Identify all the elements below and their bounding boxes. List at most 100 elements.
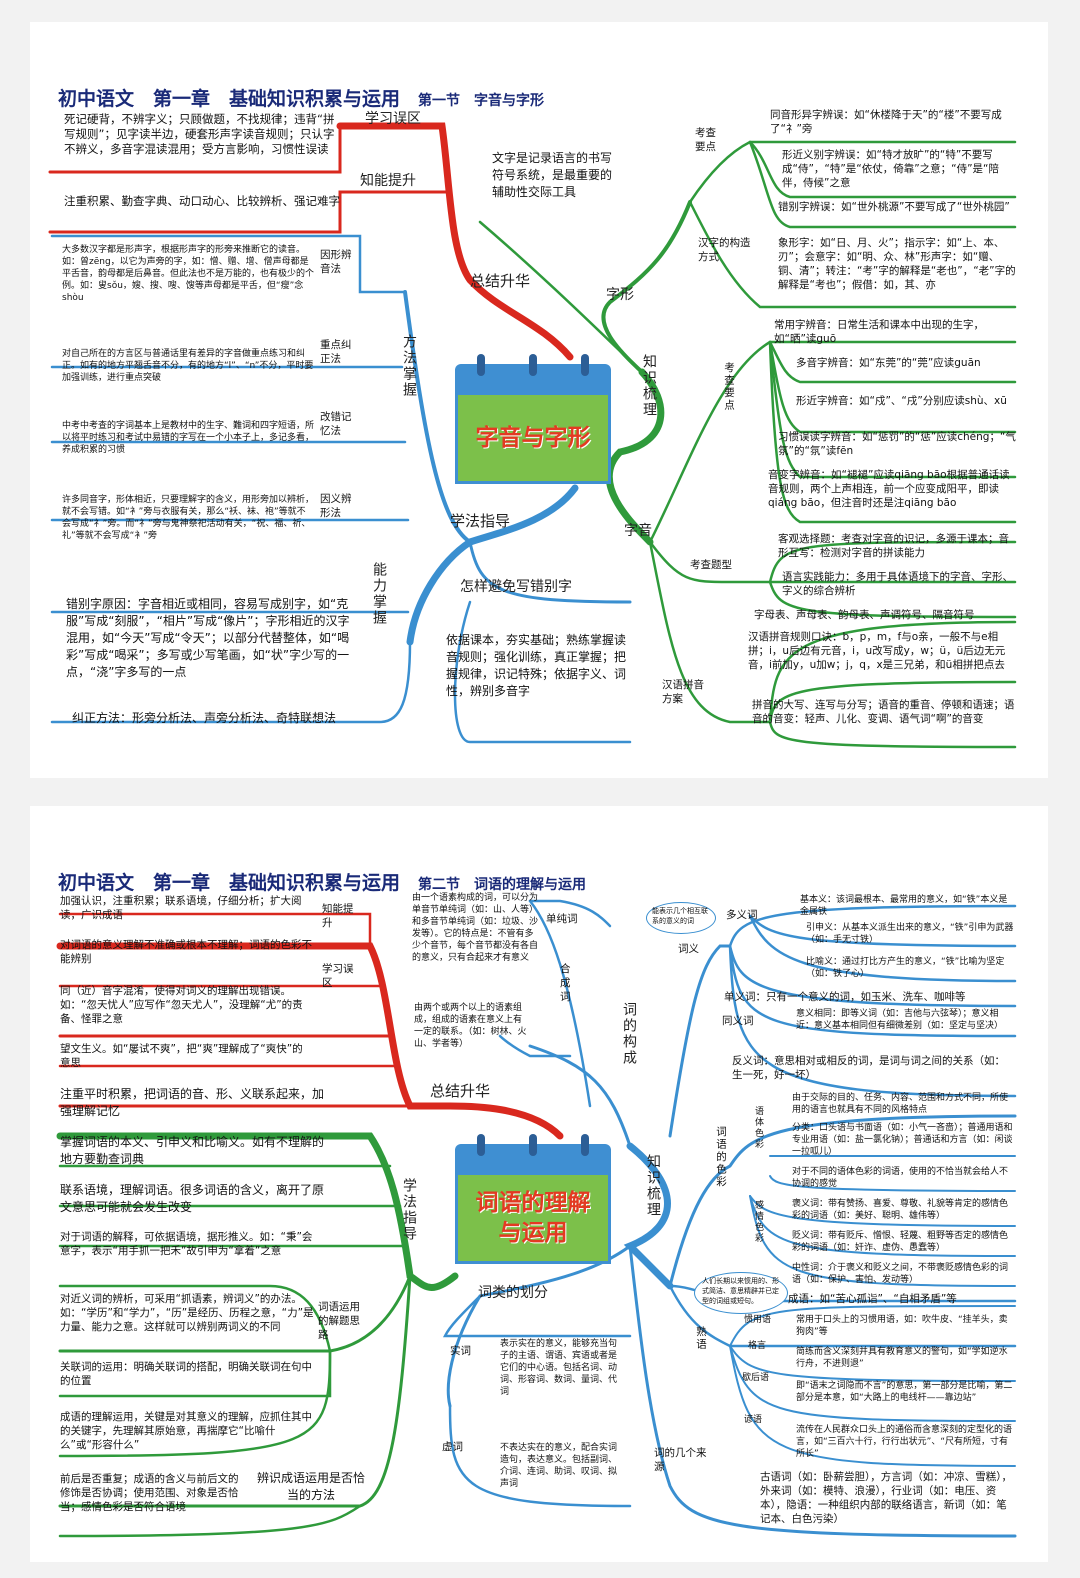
monosemy: 单义词：只有一个意义的词，如玉米、洗车、咖啡等 <box>724 991 966 1003</box>
content-words: 实词 <box>450 1345 471 1357</box>
emotion-color: 感情色彩 <box>753 1200 763 1244</box>
guide-5: 关联词的运用：明确关联词的搭配，明确关联词在句中的位置 <box>60 1361 312 1387</box>
zixing-key-points: 考查要点 <box>695 127 716 153</box>
simple-word-text: 由一个语素构成的词，可以分为单音节单纯词（如：山、人等）和多音节单纯词（如：垃圾… <box>412 893 539 963</box>
emotion-color-2: 贬义词：带有贬斥、憎恨、轻蔑、粗野等否定的感情色彩的词语（如：奸诈、虚伪、愚蠢等… <box>792 1231 1009 1253</box>
bubble-idiom <box>694 1272 788 1314</box>
branch-zixing: 字形 <box>606 287 634 303</box>
question-type-1: 客观选择题：考查对字音的识记，多源于课本；音形互写：检测对字音的拼读能力 <box>778 533 1009 559</box>
method-4-text: 许多同音字，形体相近，只要理解字的含义，用形旁加以辨析，就不会写错。如“衤”旁与… <box>62 495 315 541</box>
bubble-idiom-text: 人们长期以来惯用的、形式简洁、意思精辟并已定型的词组或短句。 <box>702 1277 779 1305</box>
guide-4: 对近义词的辨析，可采用“抓语素，辨词义”的办法。如：“学历”和“学力”，“历”是… <box>60 1293 314 1333</box>
guide-2: 联系语境，理解词语。很多词语的含义，离开了原文意思可能就会发生改变 <box>60 1183 325 1214</box>
method-2: 重点纠正法 <box>320 339 352 365</box>
zixing-point-2: 形近义别字辨误：如“特才放旷”的“特”不要写成“侍”，“特”是“依仗，倚靠”之意… <box>782 149 999 189</box>
branch-method-master: 方法掌握 <box>401 334 417 398</box>
proverb-text: 流传在人民群众口头上的通俗而含意深刻的定型化的语言，如“三百六十行，行行出状元”… <box>796 1425 1013 1459</box>
antonym: 反义词：意思相对或相反的词，是词与词之间的关系（如：生一死，好一坏） <box>732 1055 1005 1081</box>
emotion-color-1: 褒义词：带有赞扬、喜爱、尊敬、礼貌等肯定的感情色彩的词语（如：美好、聪明、雄伟等… <box>792 1199 1009 1221</box>
avoid-typos-text: 依据课本，夯实基础；熟练掌握读音规则；强化训练，真正掌握；把握规律，识记特殊；依… <box>446 633 627 698</box>
mistakes-text: 死记硬背，不辨字义；只顾做题，不找规律；违背“拼写规则”；见字读半边，硬套形声字… <box>64 112 335 156</box>
function-words: 虚词 <box>442 1441 463 1453</box>
simple-word: 单纯词 <box>546 913 578 925</box>
branch-ziyin: 字音 <box>624 523 652 539</box>
ziyin-point-2: 形近字辨音：如“戍”、“戌”分别应读shù、xū <box>796 395 1007 407</box>
branch-mistakes-2: 学习误区 <box>322 963 354 989</box>
branch-word-sources: 词的几个来源 <box>654 1447 707 1473</box>
style-color-2: 分类：口头语与书面语（如：小气一吝啬）；普通用语和专业用语（如：盐一氯化钠）；普… <box>792 1123 1013 1157</box>
mistake-1: 对词语的意义理解不准确或根本不理解；词语的色彩不能辨别 <box>60 939 312 965</box>
branch-method-guide-2: 学法指导 <box>401 1178 417 1242</box>
guide-7: 前后是否重复；成语的含义与前后文的修饰是否协调；使用范围、对象是否恰当；感情色彩… <box>60 1473 239 1513</box>
ziyin-point-3: 习惯误读字辨音：如“惩罚”的“惩”应读chéng；“气氛”的“氛”读fēn <box>778 431 1016 457</box>
polysemy-basic: 基本义：该词最根本、最常用的意义，如“铁”本义是金属铁 <box>800 895 1008 917</box>
branch-improve: 知能提升 <box>360 173 416 189</box>
pinyin-scheme: 汉语拼音方案 <box>662 679 704 705</box>
branch-word-composition: 词的构成 <box>621 1002 637 1066</box>
polysemy-extended: 引申义：从基本义派生出来的意义，“铁”引申为武器（如：手无寸铁） <box>806 923 1014 945</box>
guide-1: 掌握词语的本义、引申义和比喻义。如有不理解的地方要勤查词典 <box>60 1135 325 1166</box>
compound-word: 合成词 <box>560 963 571 1003</box>
word-color: 词语的色彩 <box>715 1126 727 1189</box>
pinyin-3: 拼音的大写、连写与分写；语音的重音、停顿和语速；语音的音变：轻声、儿化、变调、语… <box>752 699 1015 725</box>
style-color-3: 对于不同的语体色彩的词语，使用的不恰当就会给人不协调的感觉 <box>792 1167 1009 1189</box>
branch-summary-2: 总结升华 <box>430 1082 491 1100</box>
zixing-structure-text: 象形字：如“日、月、火”；指示字：如“上、本、刃”；会意字：如“明、众、林”形声… <box>778 237 1016 291</box>
center-topic-2: 词语的理解与运用 <box>455 1172 611 1264</box>
guide-6: 成语的理解运用，关键是对其意义的理解，应抓住其中的关键字，先理解其原始意，再揣摩… <box>60 1411 312 1451</box>
guide-3: 对于词语的解释，可依据语境，据形推义。如：“秉”会意字，表示“用手抓一把禾”故引… <box>60 1231 313 1257</box>
mistake-3: 望文生义。如“屡试不爽”，把“爽”理解成了“爽快”的意思 <box>60 1043 303 1069</box>
function-words-text: 不表达实在的意义，配合实词造句，表达意义。包括副词、介词、连词、助词、叹词、拟声… <box>500 1443 618 1489</box>
method-4: 因义辨形法 <box>320 493 352 519</box>
polysemy-metaphor: 比喻义：通过打比方产生的意义，“铁”比喻为坚定（如：铁了心） <box>806 957 1005 979</box>
page-title: 初中语文 第一章 基础知识积累与运用第一节 字音与字形 <box>58 88 545 110</box>
word-meaning: 词义 <box>678 943 699 955</box>
bubble-polysemy-text: 能表示几个相互联系的意义的词 <box>652 907 708 925</box>
writing-definition: 文字是记录语言的书写符号系统，是最重要的辅助性交际工具 <box>492 151 613 199</box>
style-color-1: 由于交际的目的、任务、内容、范围和方式不同，所使用的语言也就具有不同的风格特点 <box>792 1093 1009 1115</box>
compound-word-text: 由两个或两个以上的语素组成，组成的语素在意义上有一定的联系。（如：树林、火山、学… <box>414 1003 527 1049</box>
zixing-point-3: 错别字辨误：如“世外桃源”不要写成了“世外桃园” <box>778 201 1010 213</box>
idiomatic-usage-text: 常用于口头上的习惯用语，如：吹牛皮、“挂羊头，卖狗肉”等 <box>796 1315 1008 1337</box>
ziyin-key-points: 考查要点 <box>723 362 735 412</box>
idiomatic-usage: 惯用语 <box>744 1315 772 1325</box>
zixing-structure: 汉字的构造方式 <box>698 237 751 263</box>
improve-text: 注重积累、勤查字典、动口动心、比较辨析、强记难字 <box>64 194 340 208</box>
branch-summary: 总结升华 <box>470 272 531 290</box>
synonym-text: 意义相同：即等义词（如：吉他与六弦琴）；意义相近：意义基本相同但有细微差别（如：… <box>796 1009 1004 1031</box>
branch-idiom-check: 辨识成语运用是否恰当的方法 <box>256 1471 365 1502</box>
method-1: 因形辨音法 <box>320 249 352 275</box>
branch-method-guide: 学法指导 <box>450 512 511 530</box>
branch-ability: 能力掌握 <box>371 562 387 626</box>
xiehouyu: 歇后语 <box>742 1373 770 1383</box>
typo-causes: 错别字原因：字音相近或相同，容易写成别字，如“克服”写成“刻服”，“相片”写成“… <box>66 597 350 679</box>
bubble-polysemy <box>646 902 716 934</box>
style-color: 语体色彩 <box>753 1106 763 1150</box>
zixing-point-1: 同音形异字辨误：如“休楼降于天”的“楼”不要写成了“礻”旁 <box>770 109 1002 135</box>
branch-knowledge-2: 知识梳理 <box>645 1154 661 1218</box>
center-topic: 字音与字形 <box>455 392 611 484</box>
proverb: 谚语 <box>744 1415 763 1425</box>
branch-solving: 词语运用的解题思路 <box>318 1301 360 1341</box>
emotion-color-3: 中性词：介于褒义和贬义之间，不带褒贬感情色彩的词语（如：保护、害怕、发动等） <box>792 1263 1009 1285</box>
ziyin-point-4: 音变字辨音：如“褪褪”应读qiāng bāo根据普通话读音规则，两个上声相连，前… <box>768 469 1010 509</box>
method-2-text: 对自己所在的方言区与普通话里有差异的字音做重点练习和纠正。如有的地方平翘舌音不分… <box>62 349 314 383</box>
mindmap-card-ci: 初中语文 第一章 基础知识积累与运用第二节 词语的理解与运用 词语的理解与运用 … <box>30 806 1048 1562</box>
mindmap-card-zi: 初中语文 第一章 基础知识积累与运用第一节 字音与字形 字音与字形 总结升华 学… <box>30 22 1048 778</box>
page-title-2: 初中语文 第一章 基础知识积累与运用第二节 词语的理解与运用 <box>58 872 587 894</box>
idiom: 成语：如“苦心孤诣”、“自相矛盾”等 <box>788 1293 957 1305</box>
method-1-text: 大多数汉字都是形声字，根据形声字的形旁来推断它的读音。如：曾zēng，以它为声旁… <box>62 245 315 303</box>
branch-knowledge: 知识梳理 <box>641 354 657 418</box>
question-type-2: 语言实践能力：多用于具体语境下的字音、字形、字义的综合辨析 <box>782 571 1013 597</box>
branch-mistakes: 学习误区 <box>365 111 421 127</box>
branch-avoid-typos: 怎样避免写错别字 <box>460 579 572 595</box>
ziyin-point-1: 多音字辨音：如“东莞”的“莞”应读guān <box>796 357 981 369</box>
pinyin-1: 字母表、声母表、韵母表、声调符号、隔音符号 <box>754 609 975 621</box>
branch-word-classes: 词类的划分 <box>478 1285 548 1301</box>
polysemy: 多义词 <box>726 909 758 921</box>
accumulate-text: 注重平时积累，把词语的音、形、义联系起来，加强理解记忆 <box>60 1087 325 1118</box>
word-sources-text: 古语词（如：卧薪尝胆），方言词（如：冲凉、雪糕），外来词（如：模特、浪漫），行业… <box>760 1471 1012 1525</box>
xiehouyu-text: 即“语末之词隐而不言”的意思，第一部分是比喻，第二部分是本意，如“大路上的电线杆… <box>796 1381 1013 1403</box>
maxim-text: 简练而含义深刻并具有教育意义的警句，如“学如逆水行舟，不进则退” <box>796 1347 1008 1369</box>
improve-text-2: 加强认识，注重积累；联系语境，仔细分析；扩大阅读，广识成语 <box>60 895 302 921</box>
